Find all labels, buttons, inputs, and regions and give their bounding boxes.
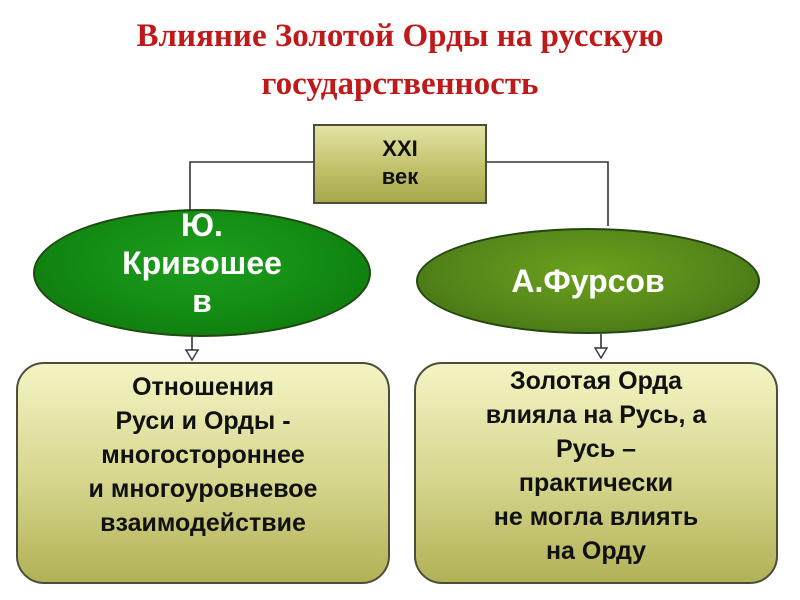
author-oval-right: А.Фурсов <box>416 228 760 334</box>
author-oval-left: Ю. Кривошее в <box>33 206 371 337</box>
slide-title: Влияние Золотой Орды на русскую государс… <box>0 12 800 108</box>
opinion-left-line-4: и многоуровневое <box>88 475 318 503</box>
author-right-name: А.Фурсов <box>511 262 665 299</box>
connector-right <box>487 161 609 226</box>
author-left-line-3: в <box>192 283 212 319</box>
opinion-right-line-2: влияла на Русь, а <box>485 401 707 429</box>
opinion-box-right: Золотая Орда влияла на Русь, а Русь – пр… <box>414 362 778 584</box>
century-line-1: XXI <box>382 136 418 161</box>
title-line-2: государственность <box>261 66 539 102</box>
century-line-2: век <box>381 164 419 189</box>
opinion-right-line-4: практически <box>518 469 674 497</box>
opinion-left-line-1: Отношения <box>132 373 274 401</box>
title-line-1: Влияние Золотой Орды на русскую <box>136 18 664 54</box>
author-left-line-2: Кривошее <box>122 245 282 281</box>
opinion-left-line-5: взаимодействие <box>100 509 306 537</box>
opinion-right-line-5: не могла влиять <box>493 503 699 531</box>
opinion-box-left: Отношения Руси и Орды - многостороннее и… <box>16 362 390 584</box>
author-left-line-1: Ю. <box>181 207 223 243</box>
opinion-right-line-6: на Орду <box>545 537 647 565</box>
century-box: XXI век <box>313 124 487 204</box>
opinion-left-line-2: Руси и Орды - <box>115 407 291 435</box>
opinion-right-line-1: Золотая Орда <box>509 367 683 395</box>
arrow-right-head <box>593 347 609 360</box>
opinion-left-line-3: многостороннее <box>101 441 305 469</box>
arrow-left-head <box>184 349 200 362</box>
author-left-name: Ю. Кривошее в <box>122 206 282 320</box>
opinion-right-line-3: Русь – <box>555 435 637 463</box>
connector-left <box>189 161 313 214</box>
